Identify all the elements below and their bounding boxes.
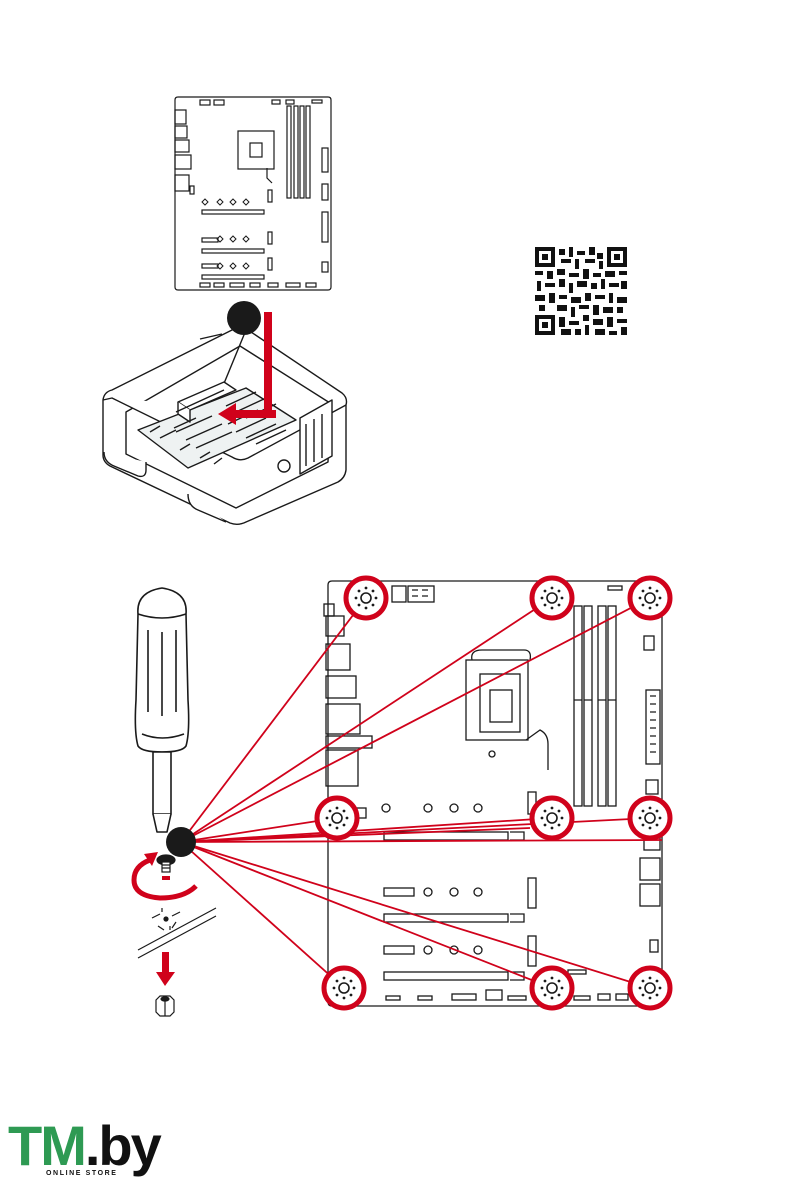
logo-wordmark: TM.by bbox=[8, 1118, 160, 1174]
screw-icon bbox=[157, 855, 175, 872]
standoff-bottom-right bbox=[630, 968, 670, 1008]
standoff-bottom-middle bbox=[532, 968, 572, 1008]
standoff-mid-left bbox=[317, 798, 357, 838]
motherboard-large bbox=[324, 581, 662, 1006]
step-1-badge bbox=[227, 301, 261, 335]
standoff-mid-right bbox=[630, 798, 670, 838]
screwdriver-icon bbox=[135, 588, 188, 832]
standoff-top-middle bbox=[532, 578, 572, 618]
standoff-mid-middle bbox=[532, 798, 572, 838]
logo-tagline: ONLINE STORE bbox=[46, 1170, 118, 1177]
qr-code bbox=[535, 247, 627, 335]
standoff-top-left bbox=[346, 578, 386, 618]
screw-arrow-stub bbox=[162, 876, 170, 880]
logo-by: .by bbox=[85, 1114, 160, 1177]
screw-hole-guide bbox=[138, 908, 216, 958]
down-arrow bbox=[156, 952, 175, 986]
pc-case bbox=[103, 329, 347, 525]
tmby-logo: TM.by ONLINE STORE bbox=[8, 1118, 158, 1182]
standoff-top-right bbox=[630, 578, 670, 618]
logo-tm: TM bbox=[8, 1114, 85, 1177]
motherboard-small bbox=[175, 97, 331, 290]
standoff-icon bbox=[156, 996, 174, 1016]
standoff-guide-lines bbox=[181, 598, 662, 988]
standoff-markers bbox=[317, 578, 670, 1008]
standoff-bottom-left bbox=[324, 968, 364, 1008]
step-2-badge bbox=[166, 827, 196, 857]
